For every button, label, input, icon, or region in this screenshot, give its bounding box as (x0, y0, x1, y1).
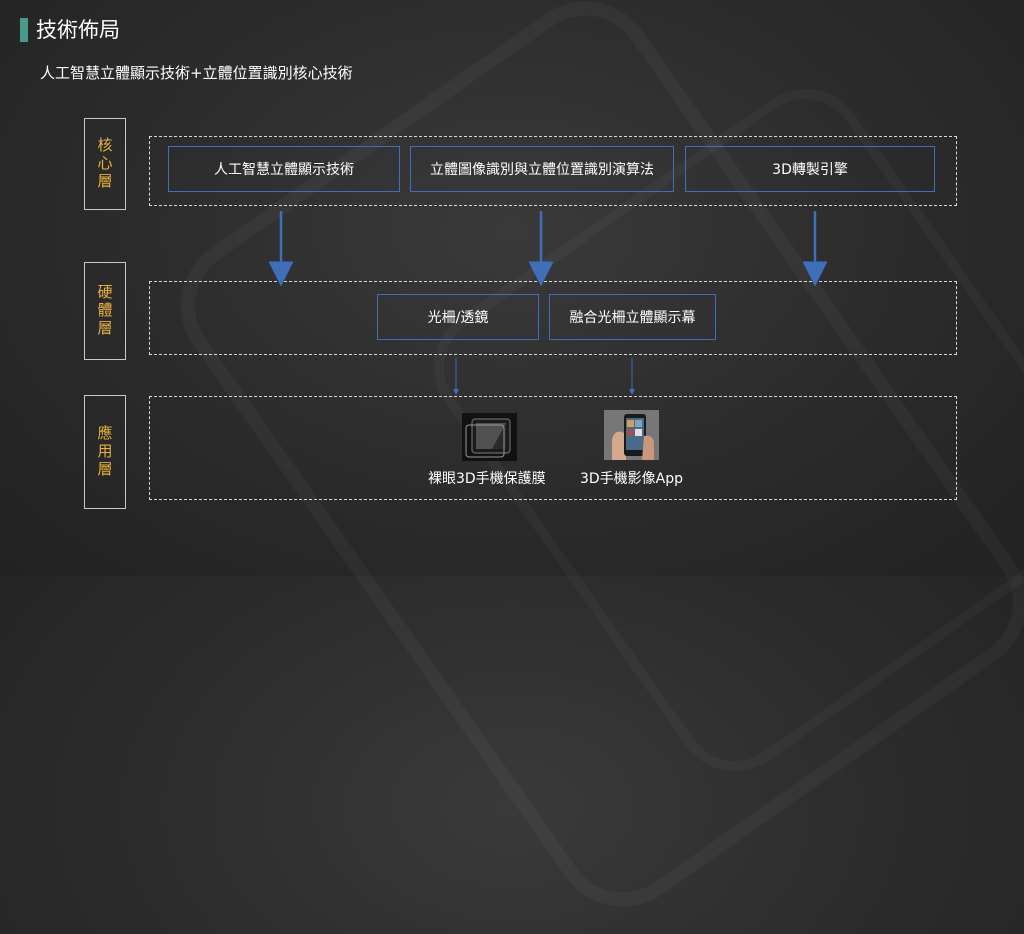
layer-label-core: 核心層 (84, 118, 126, 210)
phone-in-hand-photo (604, 410, 659, 460)
app-label-screen-protector: 裸眼3D手機保護膜 (428, 471, 546, 487)
core-item-ai-3d-display: 人工智慧立體顯示技術 (168, 146, 400, 192)
screen-protector-photo (462, 413, 517, 461)
core-item-3d-conversion-engine: 3D轉製引擎 (685, 146, 935, 192)
hardware-item-fused-display: 融合光柵立體顯示幕 (549, 294, 716, 340)
title-accent-bar (20, 18, 28, 42)
application-layer-container (149, 396, 957, 500)
page-subtitle: 人工智慧立體顯示技術+立體位置識別核心技術 (40, 64, 353, 82)
layer-label-application: 應用層 (84, 395, 126, 509)
core-layer-container (149, 136, 957, 206)
core-item-recognition-algorithm: 立體圖像識別與立體位置識別演算法 (410, 146, 674, 192)
flow-arrows (268, 211, 828, 395)
page-title: 技術佈局 (36, 18, 120, 42)
app-label-3d-app: 3D手機影像App (580, 471, 684, 487)
hardware-item-lenticular: 光柵/透鏡 (377, 294, 539, 340)
layer-label-hardware: 硬體層 (84, 262, 126, 360)
